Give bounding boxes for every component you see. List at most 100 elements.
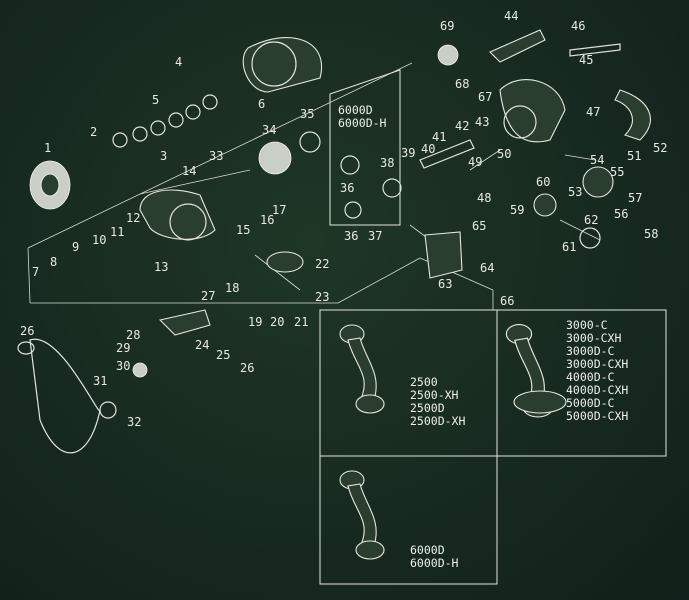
part-number-48: 48: [477, 191, 491, 205]
handle-panel-bottom-box: [319, 455, 498, 585]
part-number-37: 37: [368, 229, 382, 243]
part-number-60: 60: [536, 175, 550, 189]
spool-rim: [251, 41, 297, 87]
handle-model-label: 2500D-XH: [410, 414, 465, 428]
part-number-20: 20: [270, 315, 284, 329]
bushing-lower: [344, 201, 362, 219]
part-number-56: 56: [614, 207, 628, 221]
part-number-53: 53: [568, 185, 582, 199]
part-number-23: 23: [315, 290, 329, 304]
line-roller: [266, 251, 304, 273]
handle-2500: [339, 324, 385, 414]
rotor-cover: [489, 29, 546, 63]
part-number-39: 39: [401, 146, 415, 160]
drag-washer: [202, 94, 218, 110]
part-number-22: 22: [315, 257, 329, 271]
part-number-26: 26: [20, 324, 34, 338]
handle-6000: [339, 470, 385, 560]
reel-body: [139, 189, 216, 240]
part-number-8: 8: [50, 255, 57, 269]
part-number-46: 46: [571, 19, 585, 33]
handle-model-label: 2500-XH: [410, 388, 459, 402]
part-number-3: 3: [160, 149, 167, 163]
bearing-right: [579, 227, 601, 249]
part-number-13: 13: [154, 260, 168, 274]
part-number-47: 47: [586, 105, 600, 119]
part-number-62: 62: [584, 213, 598, 227]
part-number-41: 41: [432, 130, 446, 144]
part-number-1: 1: [44, 141, 51, 155]
pinion: [533, 193, 557, 217]
part-number-67: 67: [478, 90, 492, 104]
part-number-63: 63: [438, 277, 452, 291]
part-number-9: 9: [72, 240, 79, 254]
gearbox: [499, 79, 566, 143]
part-number-65: 65: [472, 219, 486, 233]
part-number-69: 69: [440, 19, 454, 33]
rotor-nut: [258, 141, 292, 175]
guide-line: [337, 257, 421, 304]
part-number-61: 61: [562, 240, 576, 254]
handle-model-label: 3000-C: [566, 318, 608, 332]
handle-knob: [355, 540, 385, 560]
handle-variant-panel: 25002500-XH2500D2500D-XH3000-C3000-CXH30…: [319, 290, 667, 585]
part-number-12: 12: [126, 211, 140, 225]
part-number-14: 14: [182, 164, 196, 178]
handle-model-label: 5000D-C: [566, 396, 615, 410]
part-number-4: 4: [175, 55, 182, 69]
part-number-64: 64: [480, 261, 494, 275]
part-number-54: 54: [590, 153, 604, 167]
handle-model-label: 4000D-CXH: [566, 383, 628, 397]
gearbox-cover: [503, 105, 537, 139]
guide-line: [469, 149, 501, 171]
drag-washer: [112, 132, 128, 148]
handle-model-label: 3000D-C: [566, 344, 615, 358]
part-number-45: 45: [579, 53, 593, 67]
guide-line: [564, 154, 596, 161]
handle-model-label: 6000D-H: [410, 556, 459, 570]
part-number-29: 29: [116, 341, 130, 355]
part-number-27: 27: [201, 289, 215, 303]
handle-knob: [355, 394, 385, 414]
handle-model-label: 4000D-C: [566, 370, 615, 384]
part-number-28: 28: [126, 328, 140, 342]
part-number-36: 36: [340, 181, 354, 195]
part-number-34: 34: [262, 123, 276, 137]
main-gear: [582, 166, 614, 198]
shaft-pin: [569, 43, 621, 57]
handle-arm: [347, 483, 377, 547]
handle-model-label: 2500D: [410, 401, 445, 415]
guide-line: [27, 62, 413, 249]
part-number-40: 40: [421, 142, 435, 156]
part-number-15: 15: [236, 223, 250, 237]
handle-model-label: 3000-CXH: [566, 331, 621, 345]
part-number-38: 38: [380, 156, 394, 170]
part-number-18: 18: [225, 281, 239, 295]
part-number-59: 59: [510, 203, 524, 217]
bail-holder: [99, 401, 117, 419]
part-number-24: 24: [195, 338, 209, 352]
part-number-35: 35: [300, 107, 314, 121]
part-number-5: 5: [152, 93, 159, 107]
handle-model-label: 5000D-CXH: [566, 409, 628, 423]
handle-model-label: 3000D-CXH: [566, 357, 628, 371]
part-number-36: 36: [344, 229, 358, 243]
bushing: [340, 155, 360, 175]
reel-components: [17, 29, 651, 454]
part-number-31: 31: [93, 374, 107, 388]
part-number-6: 6: [258, 97, 265, 111]
assembly-guide-lines: [27, 62, 601, 304]
part-number-42: 42: [455, 119, 469, 133]
bearing: [299, 131, 321, 153]
guide-line: [254, 254, 301, 291]
part-number-49: 49: [468, 155, 482, 169]
part-number-32: 32: [127, 415, 141, 429]
guide-line: [27, 247, 31, 304]
handle-arm: [347, 337, 377, 401]
drag-knob-center: [40, 173, 60, 197]
body-gear-housing: [169, 203, 207, 241]
roller-bearing: [132, 362, 148, 378]
drag-washer: [185, 104, 201, 120]
